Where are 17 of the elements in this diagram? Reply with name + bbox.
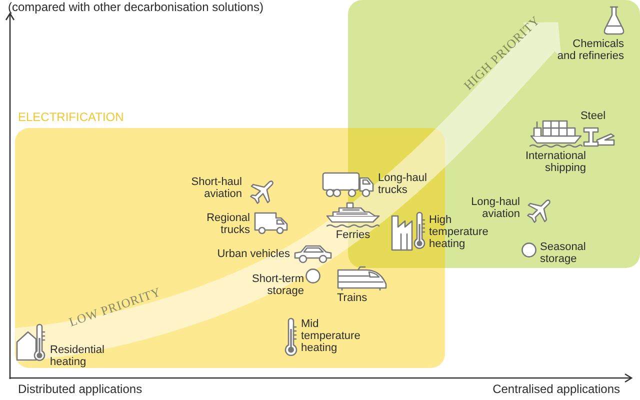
application-label: Chemicals and refineries (556, 38, 624, 62)
application-label: Ferries (334, 229, 372, 241)
application-label: Residential heating (50, 344, 106, 368)
application-label: Regional trucks (206, 212, 250, 236)
application-label: Seasonal storage (540, 241, 587, 265)
application-label: Trains (337, 292, 368, 304)
application-label: Steel (579, 110, 607, 122)
application-label: Mid temperature heating (301, 318, 362, 354)
axis-title: (compared with other decarbonisation solutions) (8, 0, 264, 15)
region-title: ELECTRIFICATION (18, 110, 125, 125)
application-label: Short-term storage (251, 273, 304, 297)
application-label: International shipping (524, 150, 586, 174)
application-label: Long-haul trucks (378, 172, 428, 196)
axis-label: Distributed applications (18, 382, 144, 397)
application-label: Urban vehicles (216, 248, 290, 260)
application-label: Short-haul aviation (190, 176, 242, 200)
axis-label: Centralised applications (492, 382, 620, 397)
